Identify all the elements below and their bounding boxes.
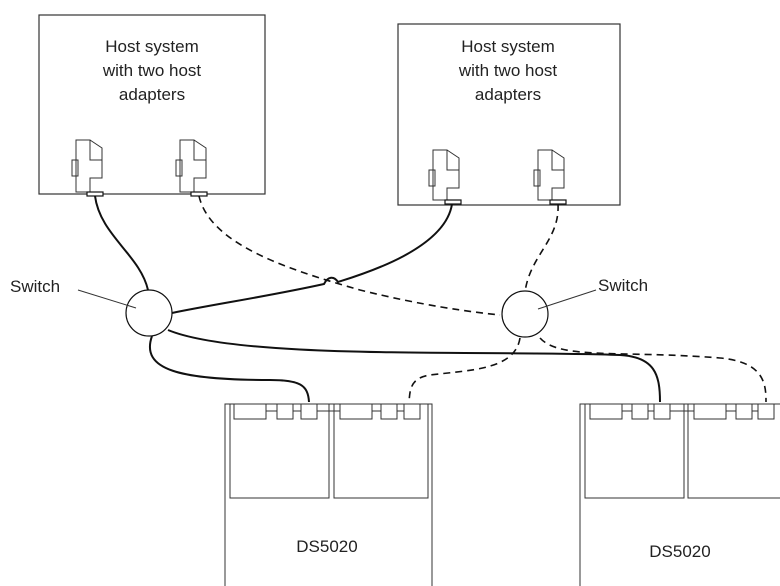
solid-cable	[171, 203, 453, 314]
dashed-cable	[408, 337, 521, 403]
host-adapter-icon	[533, 149, 567, 205]
switch-2-label: Switch	[598, 276, 648, 295]
host-adapter-icon	[175, 139, 208, 197]
host-2-label-line-3: adapters	[475, 85, 541, 104]
dashed-cable	[539, 337, 767, 403]
switch-2: Switch	[501, 276, 648, 338]
switch-2-icon	[501, 290, 549, 338]
host-adapter-icon	[428, 149, 462, 205]
switch-1-label: Switch	[10, 277, 60, 296]
switch-1: Switch	[10, 277, 173, 337]
dashed-cable	[198, 195, 501, 316]
host-adapter-icon	[71, 139, 104, 197]
host-2-label-line-2: with two host	[458, 61, 558, 80]
storage-ds5020-2: DS5020	[579, 403, 780, 586]
storage-1-label: DS5020	[296, 537, 357, 556]
host-1-label-line-2: with two host	[102, 61, 202, 80]
host-2-label-line-1: Host system	[461, 37, 555, 56]
storage-ds5020-1: DS5020	[224, 403, 433, 586]
solid-cable	[167, 329, 661, 403]
host-1-label-line-1: Host system	[105, 37, 199, 56]
solid-cable	[149, 335, 310, 403]
switch-1-icon	[125, 289, 173, 337]
host-system-2: Host system with two host adapters	[397, 23, 621, 206]
host-1-label-line-3: adapters	[119, 85, 185, 104]
storage-2-label: DS5020	[649, 542, 710, 561]
solid-cable	[94, 195, 149, 291]
cables	[94, 195, 767, 403]
dashed-cable	[524, 203, 559, 293]
host-system-1: Host system with two host adapters	[38, 14, 266, 197]
host-1-box	[38, 14, 266, 195]
